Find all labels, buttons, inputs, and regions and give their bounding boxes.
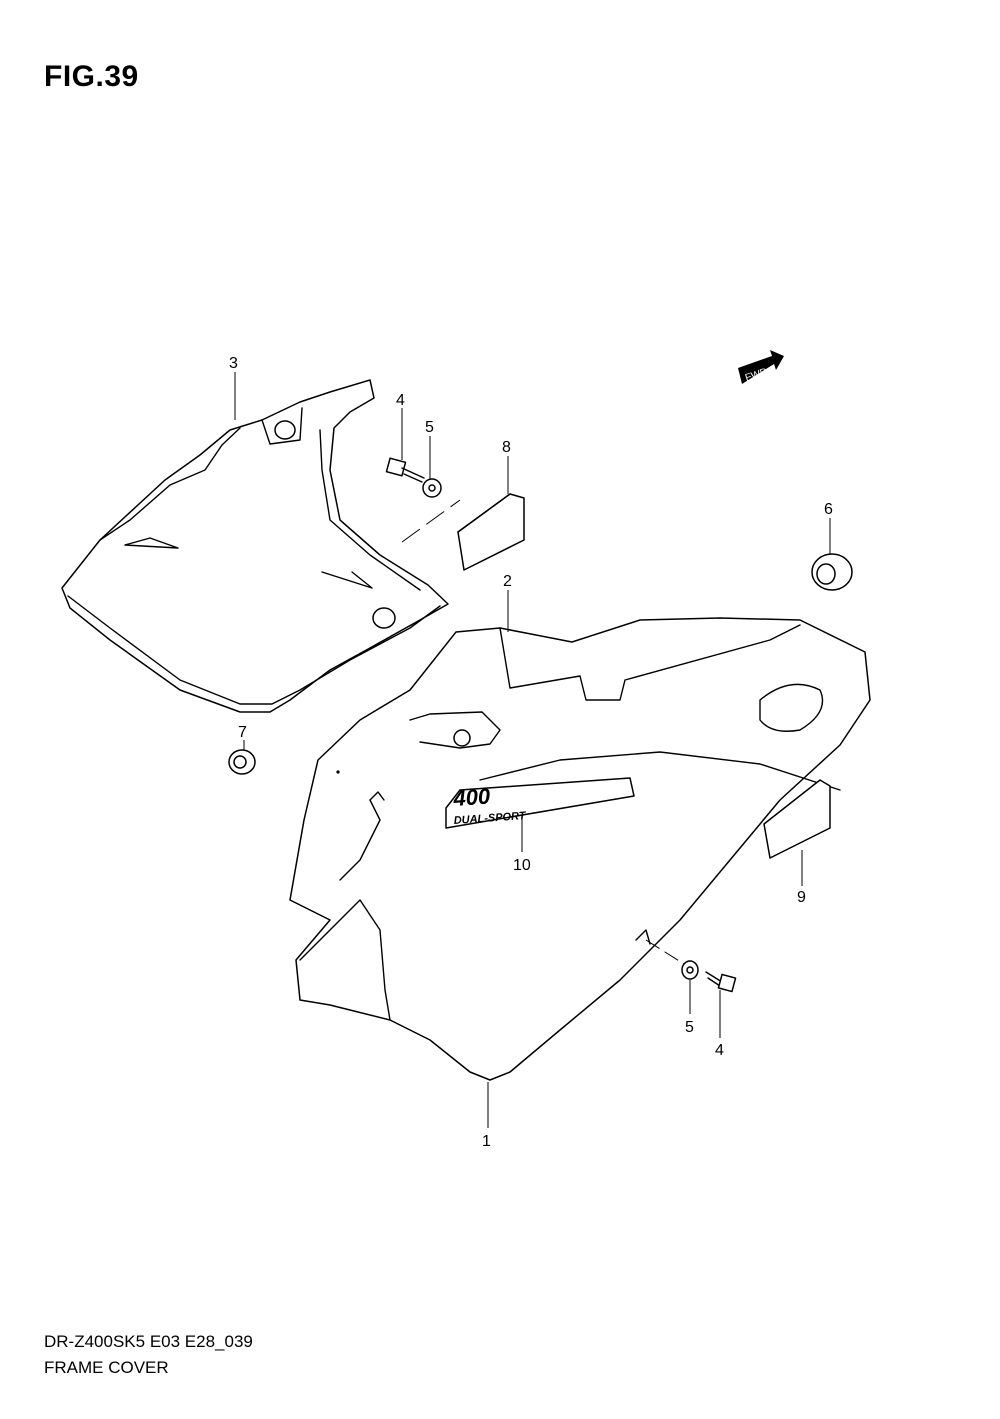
part-5-washer-lower: [681, 960, 699, 980]
callout-9: 9: [797, 889, 806, 906]
callout-7: 7: [238, 724, 247, 741]
part-9-cushion: [763, 779, 831, 859]
callout-8: 8: [502, 439, 511, 456]
part-6-grommet: [811, 553, 853, 591]
callout-4-lower: 4: [715, 1042, 724, 1059]
part-4-bolt-upper: [385, 457, 425, 483]
part-8-cushion: [457, 493, 525, 571]
decal-main-text: 400: [452, 783, 492, 811]
section-name: FRAME COVER: [44, 1358, 169, 1377]
part-5-washer-upper: [422, 478, 442, 498]
callout-2: 2: [503, 573, 512, 590]
callout-labels: 3 4 5 8 6 2 7 10 9 5 4 1: [229, 355, 833, 1150]
part-4-bolt-lower: [705, 971, 737, 993]
part-7-grommet: [228, 749, 256, 775]
callout-1: 1: [482, 1133, 491, 1150]
callout-6: 6: [824, 501, 833, 518]
callout-5-lower: 5: [685, 1019, 694, 1036]
figure-title: FIG.39: [44, 60, 139, 93]
decal-sub-text: DUAL-SPORT: [453, 810, 527, 827]
part-1-frame-cover-side: [289, 617, 871, 1081]
part-10-decal: 400 DUAL-SPORT: [445, 777, 635, 829]
fwd-arrow-icon: FWD: [738, 350, 784, 384]
leader-lines: [234, 372, 831, 1128]
callout-10: 10: [513, 857, 531, 874]
callout-4-upper: 4: [396, 392, 405, 409]
callout-5-upper: 5: [425, 419, 434, 436]
part-3-frame-cover-upper: [61, 379, 449, 713]
model-code: DR-Z400SK5 E03 E28_039: [44, 1332, 253, 1351]
callout-3: 3: [229, 355, 238, 372]
